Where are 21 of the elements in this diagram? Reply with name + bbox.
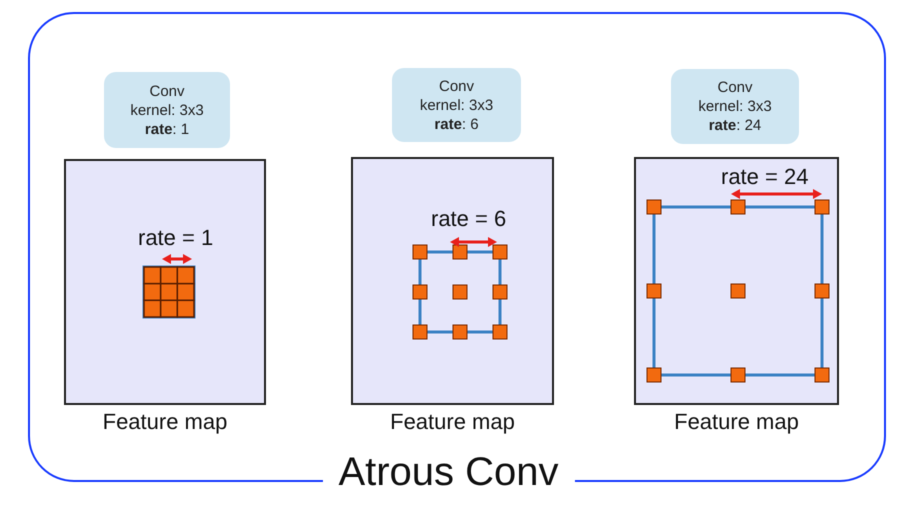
feature-map-caption: Feature map	[102, 409, 228, 435]
feature-map	[634, 157, 839, 405]
rate-label: rate = 6	[431, 207, 506, 231]
layer-text: Conv	[717, 78, 753, 97]
feature-map	[351, 157, 554, 405]
rate-label: rate = 24	[721, 165, 808, 189]
feature-map	[64, 159, 266, 405]
layer-text: rate: 6	[434, 114, 479, 134]
layer-box	[671, 69, 799, 144]
layer-text: kernel: 3x3	[130, 100, 204, 120]
feature-map-caption: Feature map	[673, 409, 800, 435]
feature-map-caption: Feature map	[389, 409, 516, 435]
layer-text: rate: 24	[708, 116, 762, 135]
layer-text: Conv	[149, 82, 185, 100]
layer-box	[392, 68, 521, 142]
layer-box	[104, 72, 230, 148]
layer-text: kernel: 3x3	[698, 97, 772, 116]
layer-text: Conv	[438, 76, 474, 96]
layer-text: kernel: 3x3	[420, 96, 494, 114]
layer-text: rate: 1	[144, 120, 190, 138]
rate-label: rate = 1	[138, 226, 214, 250]
